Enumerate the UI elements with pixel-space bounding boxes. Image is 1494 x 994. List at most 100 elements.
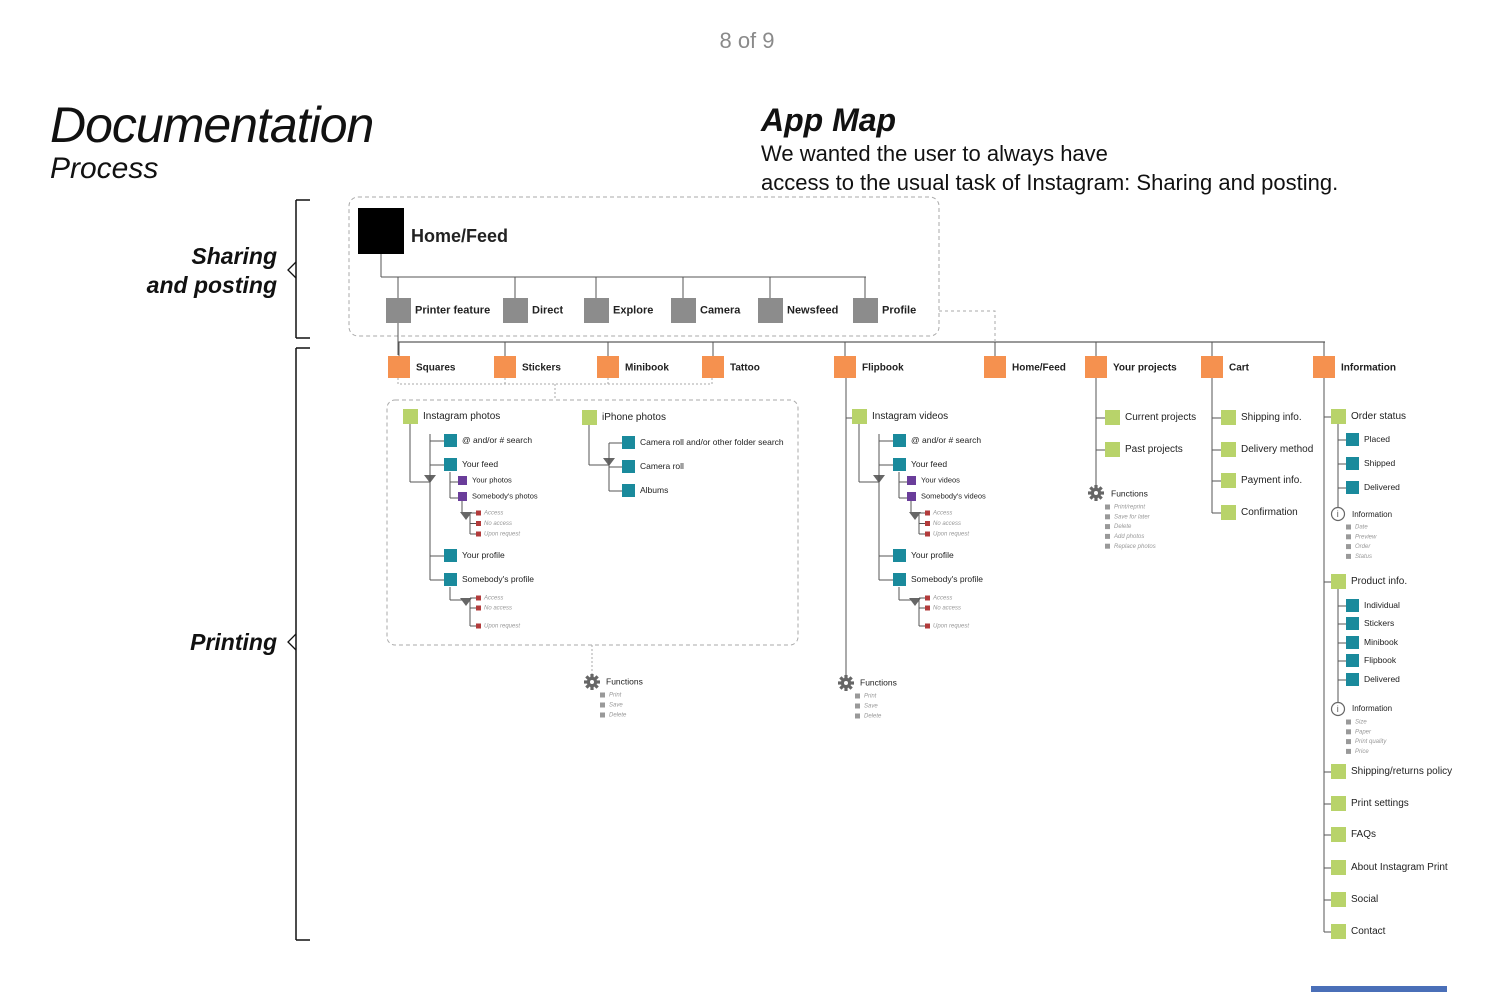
page-number: 8 of 9 [719, 28, 775, 53]
gear-tooth [844, 675, 848, 679]
add-photos-label: Add photos [1113, 534, 1144, 540]
info-icon-glyph-label: i [1337, 509, 1339, 519]
your-feed-label: Your feed [462, 459, 498, 469]
squares-label: Squares [416, 363, 456, 374]
somebody-s-videos-label: Somebody's videos [921, 491, 986, 500]
photo-source-dashed-box [386, 399, 799, 646]
past-projects-node [1105, 442, 1120, 457]
no-access-label: No access [484, 606, 512, 612]
delivered-label: Delivered [1364, 674, 1400, 684]
individual-label: Individual [1364, 600, 1400, 610]
stickers-node [494, 356, 516, 378]
your-projects-node [1085, 356, 1107, 378]
information-label: Information [1352, 510, 1392, 519]
delivery-method-label: Delivery method [1241, 444, 1313, 455]
somebody-s-profile-label: Somebody's profile [911, 574, 983, 584]
access-label: Access [932, 596, 952, 602]
save-bullet [855, 703, 860, 709]
gear-icon [1088, 485, 1104, 501]
your-videos-label: Your videos [921, 475, 960, 484]
flipbook-node [1346, 654, 1359, 667]
and-or-search-label: @ and/or # search [911, 435, 981, 445]
camera-roll-and-or-other-folder-search-node [622, 436, 635, 449]
order-status-label: Order status [1351, 411, 1406, 422]
about-instagram-print-node [1331, 860, 1346, 875]
placed-node [1346, 433, 1359, 446]
explore-node [584, 298, 609, 323]
save-bullet [600, 702, 605, 708]
your-profile-label: Your profile [911, 550, 954, 560]
price-bullet [1346, 748, 1351, 754]
delivered-node [1346, 481, 1359, 494]
your-profile-node [893, 549, 906, 562]
newsfeed-node [758, 298, 783, 323]
preview-bullet [1346, 534, 1351, 540]
somebody-s-profile-label: Somebody's profile [462, 574, 534, 584]
save-label: Save [864, 704, 878, 710]
access-node [476, 510, 481, 516]
upon-request-node [476, 623, 481, 629]
access-label: Access [932, 511, 952, 517]
tattoo-label: Tattoo [730, 363, 760, 374]
direct-label: Direct [532, 304, 564, 316]
flipbook-label: Flipbook [862, 363, 904, 374]
camera-label: Camera [700, 304, 741, 316]
order-label: Order [1355, 544, 1371, 550]
upon-request-label: Upon request [484, 624, 520, 630]
access-node [925, 510, 930, 516]
replace-photos-label: Replace photos [1114, 544, 1156, 550]
shipped-label: Shipped [1364, 458, 1395, 468]
albums-label: Albums [640, 485, 668, 495]
past-projects-label: Past projects [1125, 444, 1183, 455]
preview-label: Preview [1355, 534, 1377, 540]
individual-node [1346, 599, 1359, 612]
contact-node [1331, 924, 1346, 939]
information-label: Information [1341, 363, 1396, 374]
merge-arrow-icon [909, 512, 921, 520]
stickers-label: Stickers [522, 363, 561, 374]
upon-request-node [925, 623, 930, 629]
cart-node [1201, 356, 1223, 378]
gear-tooth [844, 687, 848, 691]
your-feed-label: Your feed [911, 459, 947, 469]
print-reprint-bullet [1105, 504, 1110, 510]
save-for-later-label: Save for later [1114, 514, 1151, 520]
connector-line [397, 378, 713, 385]
merge-arrow-icon [460, 598, 472, 606]
contact-label: Contact [1351, 926, 1386, 937]
date-label: Date [1355, 525, 1368, 531]
instagram-videos-label: Instagram videos [872, 411, 948, 422]
shipped-node [1346, 457, 1359, 470]
delete-label: Delete [609, 713, 627, 719]
shipping-info-node [1221, 410, 1236, 425]
section-label-sharing-line2: and posting [146, 272, 277, 298]
your-photos-node [458, 476, 467, 485]
delivered-label: Delivered [1364, 482, 1400, 492]
albums-node [622, 484, 635, 497]
app-map-title: App Map [761, 102, 897, 138]
no-access-node [925, 605, 930, 611]
print-settings-label: Print settings [1351, 798, 1409, 809]
info-icon [1330, 701, 1346, 717]
instagram-photos-label: Instagram photos [423, 411, 500, 422]
faqs-label: FAQs [1351, 829, 1376, 840]
information-label: Information [1352, 704, 1392, 713]
gear-icon [838, 675, 854, 691]
access-node [925, 595, 930, 601]
home-feed-root-label: Home/Feed [411, 226, 508, 246]
print-bullet [600, 692, 605, 698]
your-projects-label: Your projects [1113, 363, 1177, 374]
section-label-printing: Printing [190, 629, 277, 655]
access-label: Access [483, 511, 503, 517]
camera-roll-label: Camera roll [640, 461, 684, 471]
page-subtitle: Process [50, 152, 159, 185]
gear-tooth [1094, 485, 1098, 489]
size-bullet [1346, 719, 1351, 725]
section-label-sharing-line1: Sharing [191, 243, 277, 269]
no-access-label: No access [933, 606, 961, 612]
somebody-s-photos-label: Somebody's photos [472, 491, 538, 500]
iphone-photos-node [582, 410, 597, 425]
your-feed-node [444, 458, 457, 471]
stickers-label: Stickers [1364, 618, 1394, 628]
